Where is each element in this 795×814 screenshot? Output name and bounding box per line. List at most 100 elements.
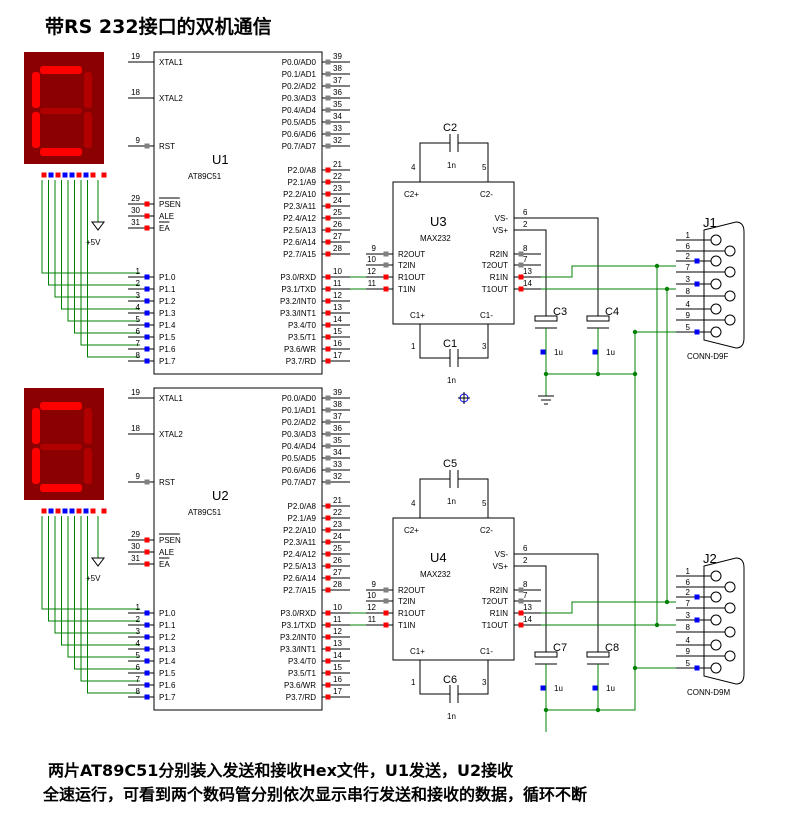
display-pin-marker [83,508,89,514]
pin-name: P3.4/T0 [288,657,317,666]
pin-number: 11 [333,615,342,624]
pin-number: 29 [131,194,140,203]
cap-ref: C5 [443,458,457,470]
pin-state-marker [325,455,331,461]
pin-number: 6 [686,578,691,587]
pin-name: P3.3/INT1 [280,309,317,318]
pin-number: 21 [333,160,342,169]
pin-name: P3.6/WR [284,345,316,354]
max232-part: MAX232 [420,234,451,243]
pin-number: 4 [411,499,416,508]
pin-state-marker [325,443,331,449]
pin-number: 15 [333,327,342,336]
segment-d [40,484,82,492]
pin-number: 4 [411,163,416,172]
segment-e [32,448,40,484]
pin-number: 7 [136,339,141,348]
segment-wire [41,180,140,274]
segment-wire [54,180,140,298]
pin-number: 12 [333,291,342,300]
pin-state-marker [540,349,546,355]
pin-state-marker [144,322,150,328]
cap-value: 1n [447,376,456,385]
pin-name: T1OUT [482,285,508,294]
pin-number: 8 [523,244,528,253]
pin-state-marker [325,251,331,257]
pin-number: 7 [686,263,691,272]
cap-value: 1u [606,348,615,357]
pin-state-marker [325,634,331,640]
connector-ref: J1 [703,215,717,230]
pin-name: P3.4/T0 [288,321,317,330]
display-pin-marker [48,172,54,178]
electrolytic-plate [586,651,610,658]
pin-state-marker [325,131,331,137]
pin-name: C2+ [404,526,419,535]
db9-pin-hole [724,245,736,257]
pin-state-marker [325,95,331,101]
diagram-title: 带RS 232接口的双机通信 [45,15,272,38]
pin-number: 1 [411,678,416,687]
pin-name: P2.4/A12 [283,214,316,223]
pin-number: 23 [333,520,342,529]
pin-name: RST [159,142,175,151]
pin-number: 5 [686,323,691,332]
pin-state-marker [325,503,331,509]
pin-state-marker [383,598,389,604]
segment-c [84,448,92,484]
db9-pin-hole [710,639,722,651]
mcu-body [153,387,323,711]
display-pin-marker [55,172,61,178]
pin-number: 18 [131,88,140,97]
pin-name: EA [159,224,170,233]
pin-name: C2+ [404,190,419,199]
pin-name: VS+ [493,562,509,571]
pin-name: P0.5/AD5 [282,454,317,463]
segment-wire [54,516,140,634]
db9-pin-hole [724,290,736,302]
vs-wire [541,229,547,316]
pin-name: P3.1/TXD [281,285,316,294]
pin-state-marker [383,286,389,292]
pin-state-marker [518,622,524,628]
pin-state-marker [325,563,331,569]
pin-state-marker [325,239,331,245]
pin-number: 4 [686,300,691,309]
pin-number: 15 [333,663,342,672]
pin-state-marker [325,467,331,473]
pin-number: 32 [333,472,342,481]
pin-number: 5 [136,651,141,660]
pin-state-marker [518,274,524,280]
pin-state-marker [325,322,331,328]
pin-name: P2.2/A10 [283,526,316,535]
pin-name: R2OUT [398,250,425,259]
pin-name: P0.4/AD4 [282,106,317,115]
pin-name: P1.5 [159,669,176,678]
pin-number: 33 [333,124,342,133]
pin-number: 9 [136,136,141,145]
pin-name: P3.5/T1 [288,669,317,678]
pin-number: 38 [333,64,342,73]
pin-number: 8 [686,287,691,296]
pin-state-marker [325,575,331,581]
cap-ref: C4 [605,306,619,318]
pin-number: 9 [136,472,141,481]
pin-number: 3 [482,678,487,687]
pin-name: XTAL2 [159,430,183,439]
pin-state-marker [325,419,331,425]
pin-name: R1IN [490,609,508,618]
junction-dot [654,622,660,628]
db9-pin-hole [724,650,736,662]
pin-state-marker [144,634,150,640]
pin-name: P1.7 [159,693,176,702]
cap-wire [419,478,450,518]
pin-number: 31 [131,554,140,563]
pin-number: 2 [523,556,528,565]
segment-wire [80,180,140,346]
pin-state-marker [325,191,331,197]
pin-number: 3 [136,627,141,636]
pin-number: 37 [333,412,342,421]
pin-state-marker [325,658,331,664]
electrolytic-plate [586,315,610,322]
